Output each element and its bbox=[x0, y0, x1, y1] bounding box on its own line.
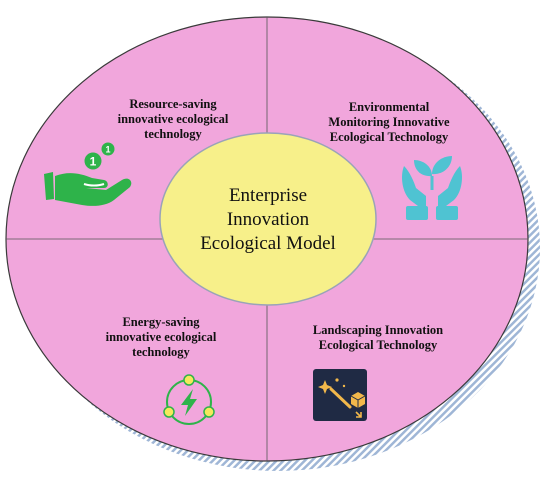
center-title-line-3: Ecological Model bbox=[200, 233, 336, 254]
quadrant-bottom-right-label: Landscaping Innovation Ecological Techno… bbox=[313, 323, 443, 352]
quadrant-top-right-label: Environmental Monitoring Innovative Ecol… bbox=[328, 100, 450, 144]
magic-wand-icon bbox=[313, 369, 367, 421]
quadrant-top-right-line-2: Monitoring Innovative bbox=[328, 115, 450, 129]
quadrant-bottom-left-line-2: innovative ecological bbox=[106, 330, 217, 344]
quadrant-bottom-left-line-1: Energy-saving bbox=[122, 315, 200, 329]
center-title-line-2: Innovation bbox=[227, 209, 310, 230]
quadrant-top-left-line-2: innovative ecological bbox=[118, 112, 229, 126]
quadrant-top-left-label: Resource-saving innovative ecological te… bbox=[118, 97, 229, 141]
energy-cycle-icon bbox=[163, 374, 215, 425]
quadrant-bottom-left-label: Energy-saving innovative ecological tech… bbox=[106, 315, 217, 359]
svg-text:1: 1 bbox=[90, 155, 97, 169]
coin-hand-icon: 1 1 bbox=[44, 142, 132, 206]
svg-text:1: 1 bbox=[105, 145, 110, 155]
quadrant-top-left-line-1: Resource-saving bbox=[129, 97, 217, 111]
plant-hands-icon bbox=[402, 156, 462, 220]
quadrant-bottom-right-line-1: Landscaping Innovation bbox=[313, 323, 443, 337]
quadrant-top-right-line-1: Environmental bbox=[349, 100, 430, 114]
center-title: Enterprise Innovation Ecological Model bbox=[200, 185, 336, 254]
center-circle bbox=[159, 132, 377, 306]
center-title-line-1: Enterprise bbox=[229, 185, 307, 206]
quadrant-top-left-line-3: technology bbox=[144, 127, 202, 141]
quadrant-bottom-left-line-3: technology bbox=[132, 345, 190, 359]
quadrant-bottom-right-line-2: Ecological Technology bbox=[319, 338, 438, 352]
quadrant-top-right-line-3: Ecological Technology bbox=[330, 130, 449, 144]
